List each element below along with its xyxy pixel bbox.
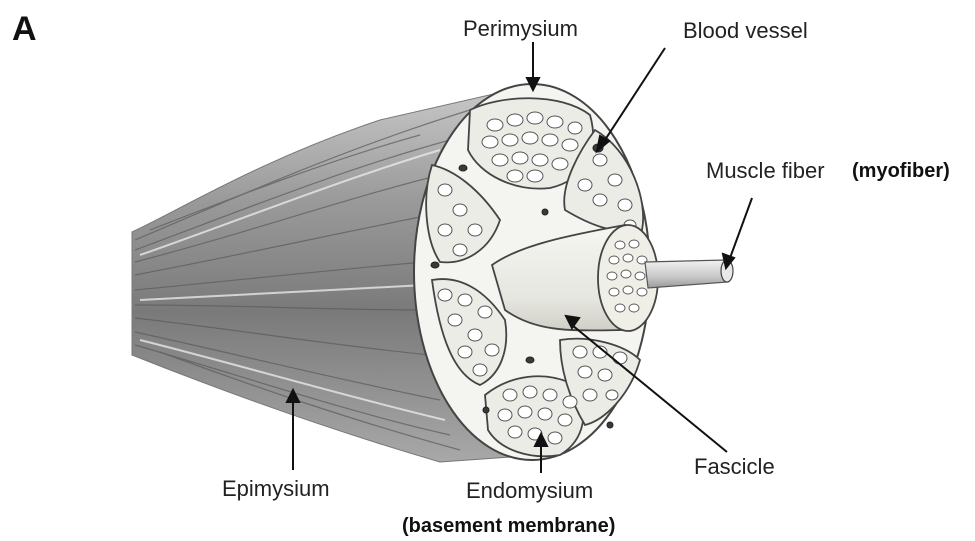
label-endomysium: Endomysium: [466, 480, 593, 502]
label-epimysium: Epimysium: [222, 478, 330, 500]
muscle-fiber-rod: [645, 260, 728, 288]
label-basement-membrane: (basement membrane): [402, 516, 615, 536]
label-fascicle: Fascicle: [694, 456, 775, 478]
label-myofiber: (myofiber): [852, 161, 950, 181]
label-muscle-fiber: Muscle fiber: [706, 160, 825, 182]
label-blood-vessel: Blood vessel: [683, 20, 808, 42]
panel-label: A: [12, 12, 37, 46]
label-perimysium: Perimysium: [463, 18, 578, 40]
